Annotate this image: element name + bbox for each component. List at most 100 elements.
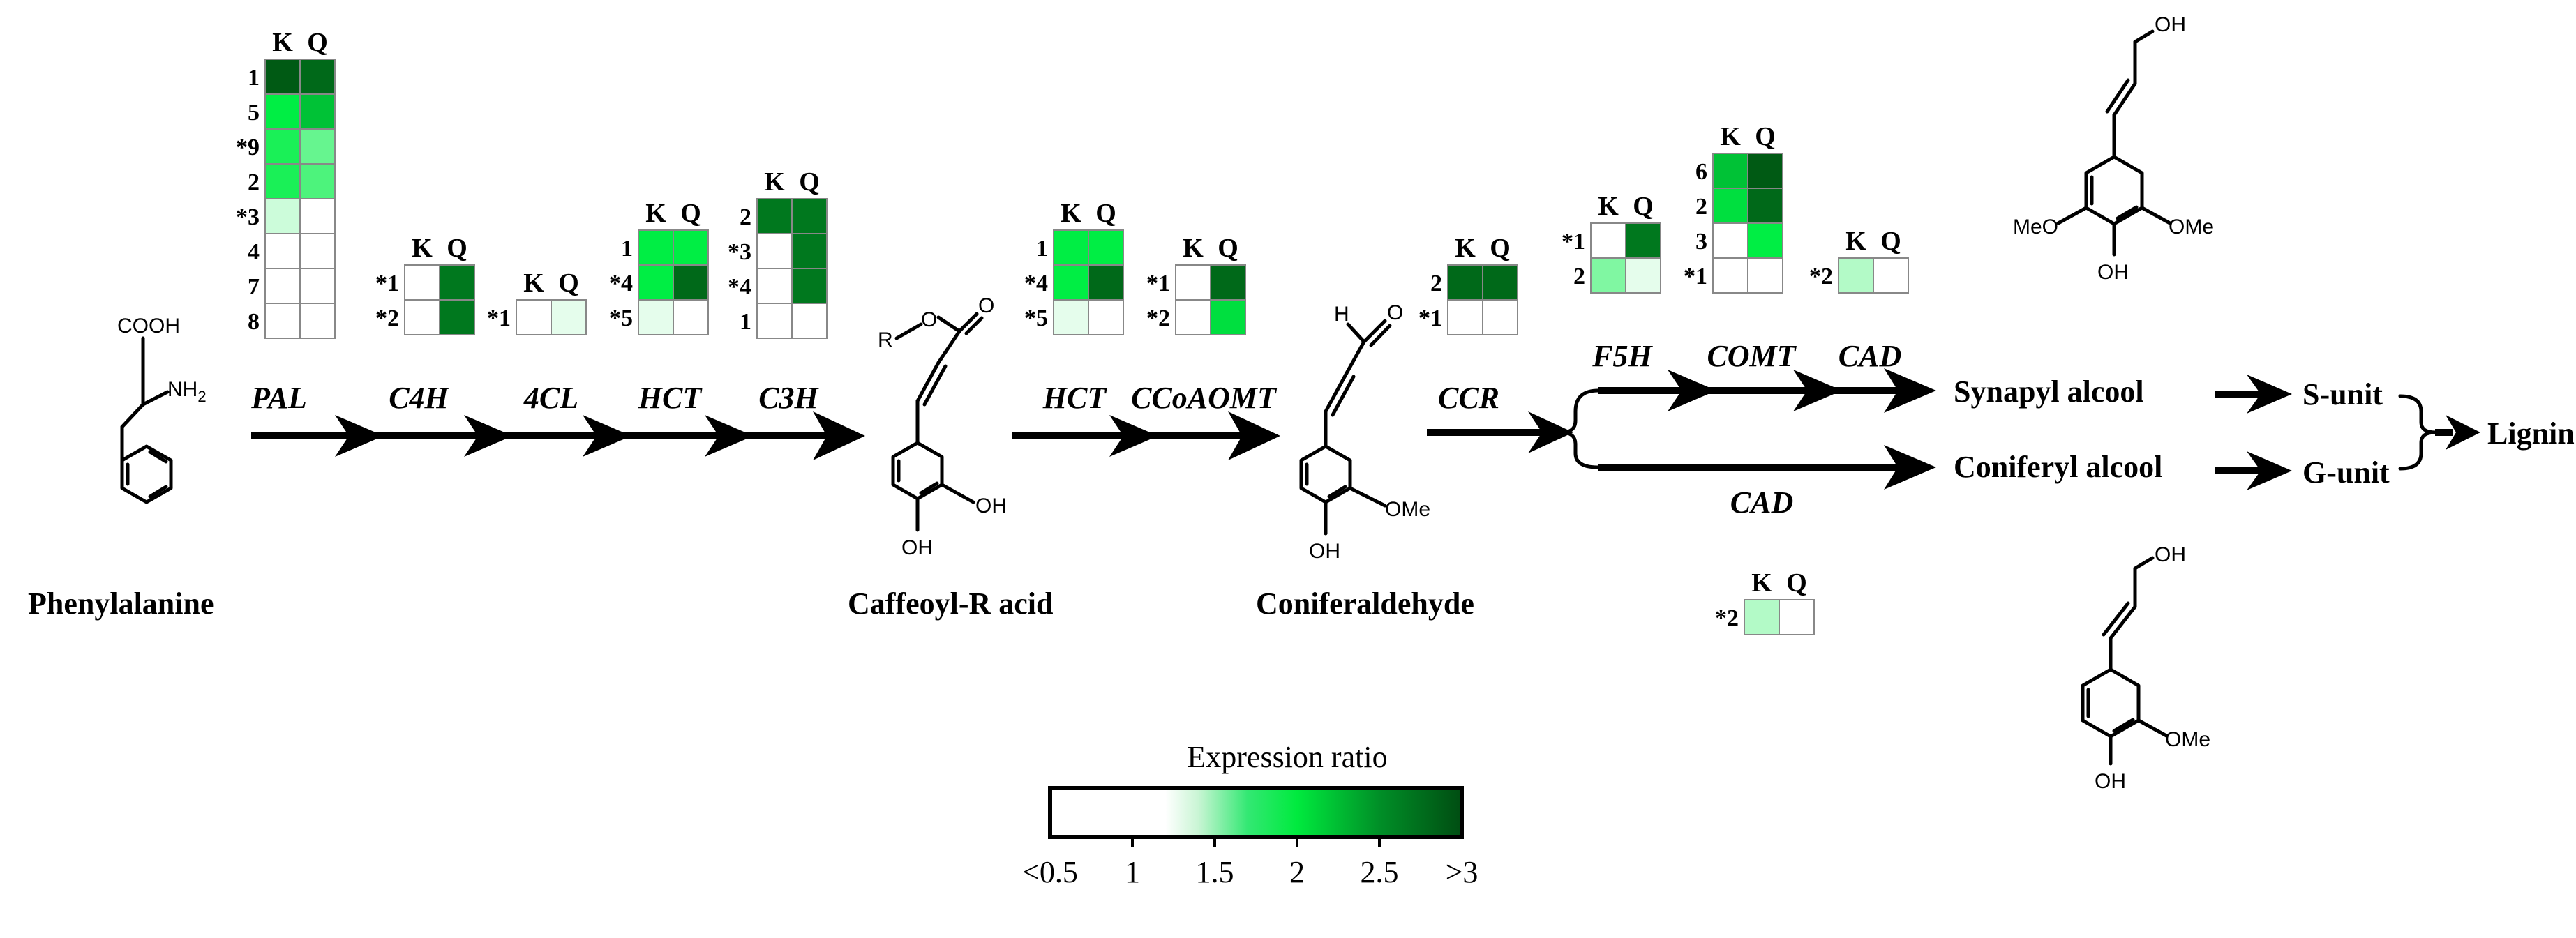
heatmap-row-label: *5 <box>609 305 633 331</box>
heatmap-row-label: 2 <box>1573 264 1585 289</box>
arrowhead-lignin <box>2446 415 2480 450</box>
heatmap-cell <box>1447 299 1483 335</box>
arrowhead-cad-2 <box>1884 445 1936 490</box>
heatmap-row-label: 1 <box>740 309 751 335</box>
heatmap-row-label: *1 <box>487 305 511 331</box>
heatmap-column-label: K <box>1598 192 1619 221</box>
oh-label-4: OH <box>2155 13 2186 36</box>
heatmap-column-label: Q <box>1095 199 1116 228</box>
heatmap-cell <box>756 198 793 234</box>
heatmap-column-label: Q <box>447 234 467 263</box>
heatmap-cell <box>1088 264 1124 301</box>
ome-label: OMe <box>1385 498 1430 521</box>
heatmap-cell <box>638 299 674 335</box>
enzyme-cad-2: CAD <box>1730 485 1793 520</box>
heatmap-row-label: *1 <box>1684 264 1707 289</box>
heatmap-cell <box>299 268 336 304</box>
metabolite-synapyl-alcool: Synapyl alcool <box>1954 375 2144 409</box>
heatmap-row-label: 5 <box>248 100 260 126</box>
heatmap-cell <box>791 303 828 339</box>
heatmap-column-label: K <box>1183 234 1204 263</box>
heatmap-cell <box>404 299 440 335</box>
ome-label-2: OMe <box>2169 215 2214 239</box>
metabolite-phenylalanine: Phenylalanine <box>28 587 214 621</box>
heatmap-cell <box>1712 188 1748 224</box>
heatmap-row-label: 2 <box>1430 271 1442 296</box>
heatmap-column-label: K <box>1720 122 1741 151</box>
heatmap-cell <box>264 59 301 95</box>
nh2-label: NH2 <box>167 378 207 405</box>
heatmap-cell <box>264 303 301 339</box>
meo-label: MeO <box>2013 215 2058 239</box>
enzyme-ccr: CCR <box>1438 381 1499 415</box>
heatmap-cell <box>299 59 336 95</box>
metabolite-coniferaldehyde: Coniferaldehyde <box>1256 587 1474 621</box>
heatmap-cell <box>299 93 336 130</box>
heatmap-cell <box>1779 599 1815 635</box>
o-label: O <box>921 308 937 331</box>
legend-tick-label: <0.5 <box>1022 855 1078 889</box>
legend-title: Expression ratio <box>1187 740 1387 774</box>
enzyme-ccoaomt: CCoAOMT <box>1131 381 1278 415</box>
metabolite-g-unit: G-unit <box>2302 455 2390 490</box>
ome-label-3: OMe <box>2165 728 2210 751</box>
heatmap-row-label: 1 <box>1036 236 1048 262</box>
heatmap-row-label: 7 <box>248 274 260 300</box>
metabolite-coniferyl-alcool: Coniferyl alcool <box>1954 450 2162 484</box>
heatmap-cell <box>1590 222 1626 259</box>
heatmap-column-label: Q <box>1786 568 1807 598</box>
heatmap-cell <box>1712 153 1748 189</box>
heatmap-cell <box>264 163 301 199</box>
heatmap-cell <box>1873 257 1909 294</box>
coniferaldehyde-structure: H O OMe OH <box>1299 301 1430 563</box>
arrowhead-g-unit <box>2247 451 2292 490</box>
enzyme-cad: CAD <box>1839 339 1901 373</box>
heatmap-cell <box>551 299 587 335</box>
carbonyl-o-label: O <box>978 294 994 317</box>
heatmap-cell <box>1482 299 1518 335</box>
heatmap-cell <box>264 128 301 165</box>
legend-tick-label: 1.5 <box>1196 855 1234 889</box>
enzyme-c3h: C3H <box>758 381 819 415</box>
heatmap-row-label: *2 <box>1146 305 1170 331</box>
heatmap-column-label: K <box>1845 227 1866 256</box>
aldehyde-o-label: O <box>1387 301 1403 324</box>
enzyme-c4h: C4H <box>389 381 449 415</box>
heatmap-cell <box>1175 264 1211 301</box>
legend-tick-label: 1 <box>1125 855 1140 889</box>
arrowhead-ccoaomt <box>1228 411 1280 460</box>
heatmap-cell <box>756 303 793 339</box>
heatmap-cell <box>264 198 301 234</box>
r-label: R <box>878 328 893 351</box>
arrowhead-c3h <box>813 411 865 460</box>
heatmap-cell <box>1210 264 1246 301</box>
branch-brace <box>1559 388 1600 469</box>
heatmap-row-label: *2 <box>1809 264 1833 289</box>
heatmap-cell <box>1053 299 1089 335</box>
heatmap-cell <box>439 264 475 301</box>
enzyme-hct: HCT <box>638 381 703 415</box>
heatmap-column-label: K <box>272 28 293 57</box>
metabolite-lignin: Lignin <box>2487 416 2575 451</box>
heatmap-row-label: *3 <box>236 204 260 230</box>
oh-label-1: OH <box>975 494 1007 517</box>
heatmap-cell <box>1625 222 1661 259</box>
legend-color-bar <box>1048 786 1464 839</box>
coniferyl-alcohol-structure: OH OMe OH <box>2081 543 2210 793</box>
heatmap-row-label: 6 <box>1695 159 1707 185</box>
h-label: H <box>1334 303 1349 326</box>
arrowhead-f5h <box>1668 370 1716 411</box>
heatmap-column-label: Q <box>799 167 820 197</box>
heatmap-row-label: 3 <box>1695 229 1707 255</box>
heatmap-cell <box>299 303 336 339</box>
